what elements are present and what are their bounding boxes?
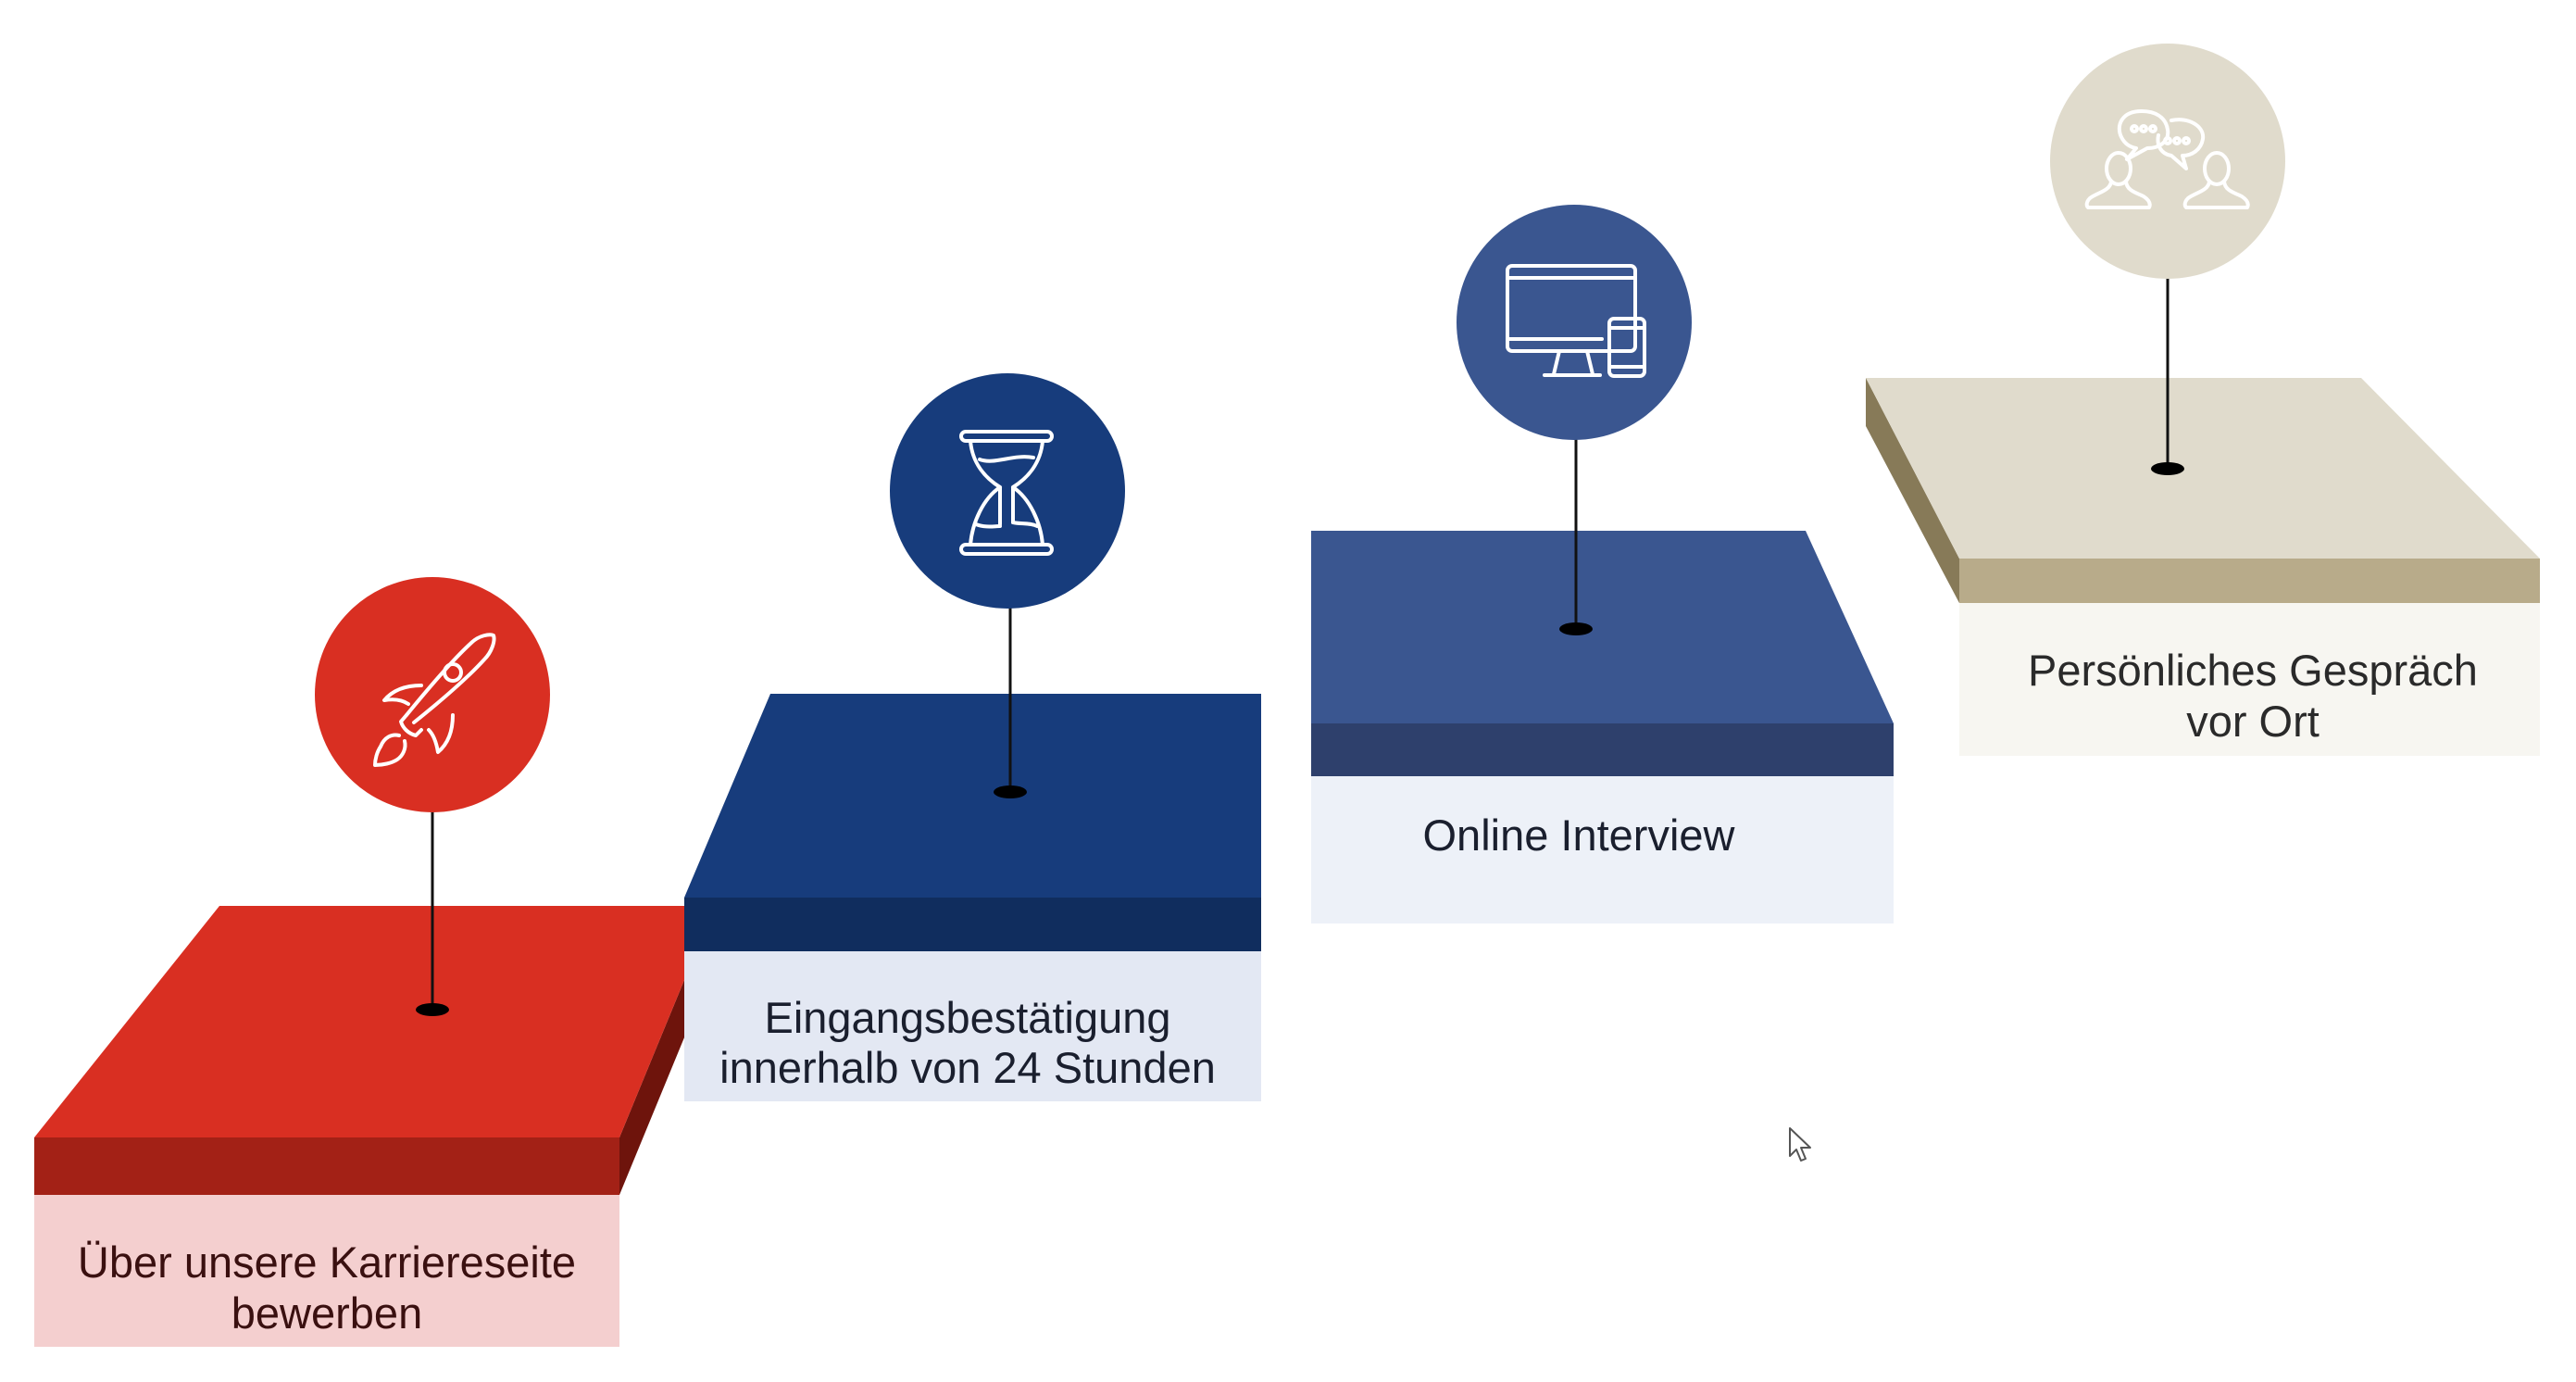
step-1-icon-circle	[315, 577, 550, 812]
hourglass-icon	[959, 430, 1054, 556]
step-1-label-box	[34, 1195, 619, 1347]
step-1-label-line1: Über unsere Karriereseite	[78, 1238, 576, 1287]
mouse-pointer-icon	[1789, 1127, 1811, 1162]
rocket-icon	[373, 633, 496, 767]
step-4-label-line1: Persönliches Gespräch	[2028, 646, 2478, 695]
step-4-front-face	[1959, 559, 2540, 603]
desktop-and-mobile-icon	[1506, 264, 1646, 378]
step-1-label-line2: bewerben	[231, 1288, 422, 1338]
step-1-front-face	[34, 1137, 619, 1195]
step-4: Persönliches Gespräch vor Ort	[1866, 44, 2540, 756]
step-4-pin-dot	[2151, 462, 2184, 475]
step-2-label-line1: Eingangsbestätigung	[764, 993, 1170, 1042]
step-1-top-surface	[34, 906, 715, 1137]
step-4-top-surface	[1866, 378, 2540, 559]
step-4-side-face	[1866, 378, 1959, 603]
step-2-label-box	[684, 951, 1261, 1101]
step-4-label-line2: vor Ort	[2186, 697, 2320, 746]
step-3-label-box	[1311, 776, 1894, 923]
step-1-pin-dot	[416, 1003, 449, 1016]
step-2-top-surface	[684, 694, 1261, 898]
step-3-icon-circle	[1457, 205, 1692, 440]
step-3: Online Interview	[1311, 205, 1894, 923]
step-3-label: Online Interview	[1423, 810, 1736, 860]
step-4-icon-circle	[2050, 44, 2285, 279]
step-3-top-surface	[1311, 531, 1894, 723]
step-4-label-box	[1959, 603, 2540, 756]
step-1: Über unsere Karriereseite bewerben	[34, 577, 715, 1347]
step-2-front-face	[684, 898, 1261, 951]
conversation-icon	[2084, 109, 2250, 209]
step-2-icon-circle	[890, 373, 1125, 609]
step-3-pin-dot	[1559, 622, 1593, 635]
step-2-pin-dot	[994, 785, 1027, 798]
step-3-front-face	[1311, 723, 1894, 776]
step-2: Eingangsbestätigung innerhalb von 24 Stu…	[684, 373, 1261, 1101]
step-2-label-line2: innerhalb von 24 Stunden	[719, 1043, 1216, 1092]
